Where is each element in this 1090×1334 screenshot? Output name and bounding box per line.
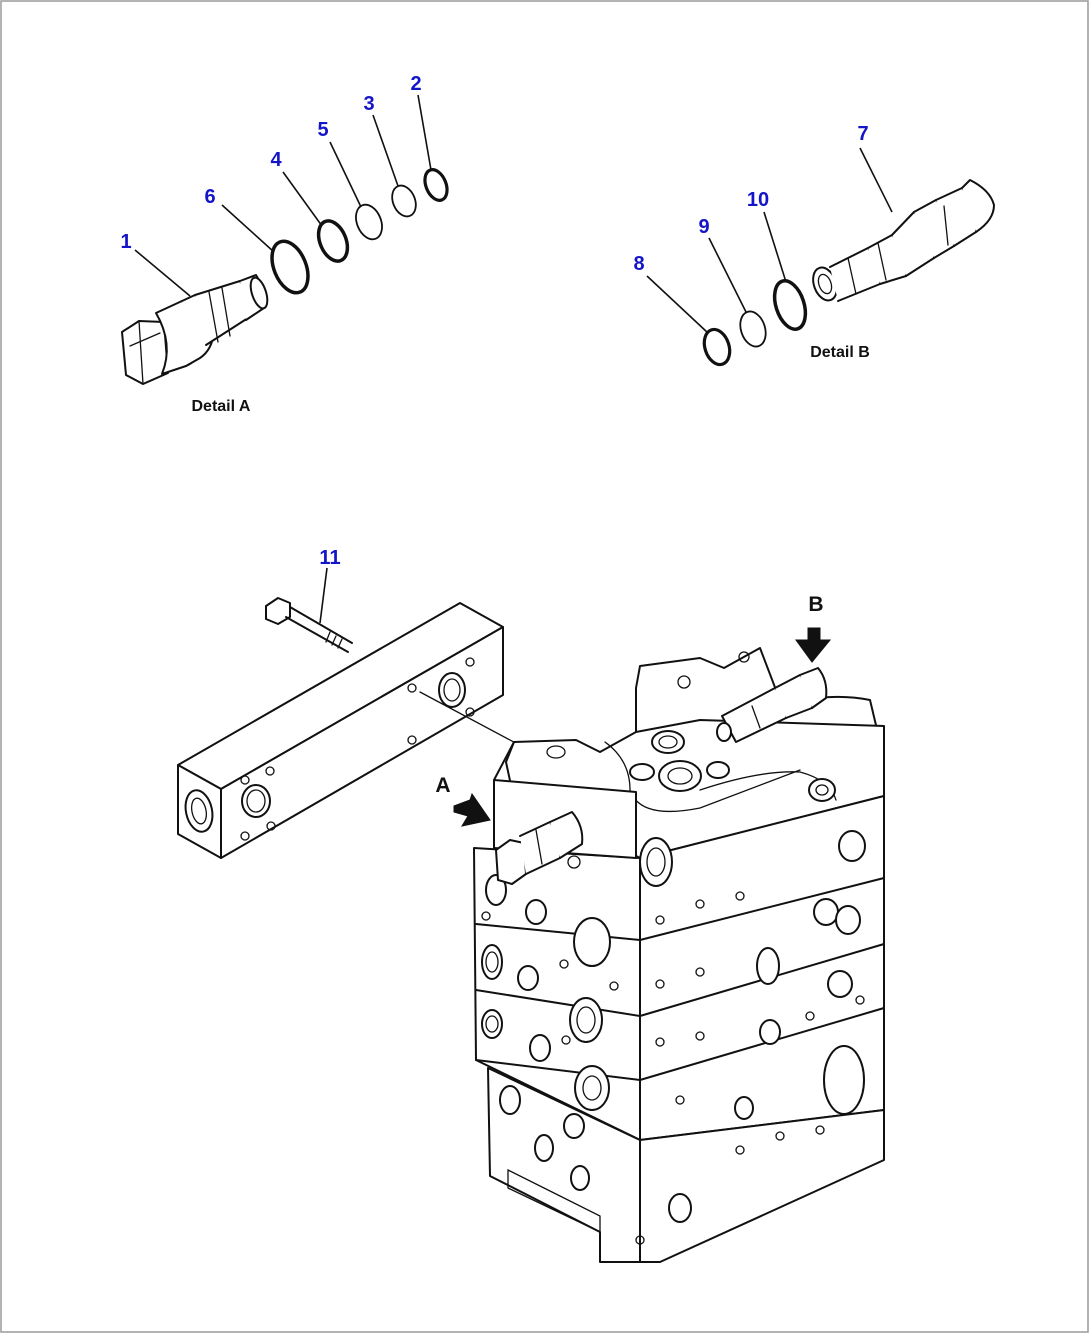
part-4-o-ring bbox=[316, 219, 350, 263]
callout-5: 5 bbox=[317, 119, 328, 141]
callout-4: 4 bbox=[270, 149, 282, 171]
part-8-o-ring bbox=[702, 327, 732, 367]
leader-7 bbox=[859, 147, 893, 213]
side-block bbox=[177, 602, 504, 859]
callout-9: 9 bbox=[698, 216, 709, 238]
installed-valve-b bbox=[716, 667, 828, 743]
leader-11 bbox=[319, 567, 328, 624]
part-9-backup-ring bbox=[739, 310, 767, 348]
leader-9 bbox=[708, 237, 747, 313]
detail-b-group: 7 10 9 8 Detail B bbox=[633, 123, 995, 367]
part-11-bolt bbox=[265, 597, 353, 653]
leader-4 bbox=[282, 171, 323, 227]
callout-2: 2 bbox=[410, 73, 421, 95]
leader-10 bbox=[763, 211, 787, 283]
leader-3 bbox=[372, 114, 399, 187]
leader-1 bbox=[134, 249, 191, 297]
view-arrow-b bbox=[795, 627, 832, 663]
part-2-o-ring bbox=[423, 168, 449, 202]
callout-8: 8 bbox=[633, 253, 644, 275]
callout-3: 3 bbox=[363, 93, 374, 115]
part-3-backup-ring bbox=[391, 184, 417, 218]
leader-2 bbox=[417, 94, 432, 171]
part-1-valve bbox=[121, 274, 269, 385]
leader-8 bbox=[646, 275, 709, 334]
caption-detail-b: Detail B bbox=[810, 344, 870, 361]
part-5-backup-ring bbox=[355, 203, 383, 241]
part-10-o-ring bbox=[772, 279, 808, 331]
view-arrow-a bbox=[453, 792, 491, 827]
part-6-o-ring bbox=[270, 239, 310, 295]
leader-6 bbox=[221, 204, 275, 253]
detail-a-group: 1 6 4 5 3 2 Detail A bbox=[120, 73, 449, 415]
callout-1: 1 bbox=[120, 231, 131, 253]
view-label-b: B bbox=[808, 593, 823, 616]
callout-7: 7 bbox=[857, 123, 868, 145]
caption-detail-a: Detail A bbox=[192, 398, 251, 415]
callout-11: 11 bbox=[319, 547, 340, 569]
callout-6: 6 bbox=[204, 186, 215, 208]
assembly-line bbox=[419, 691, 526, 749]
callout-10: 10 bbox=[747, 189, 769, 211]
view-label-a: A bbox=[435, 774, 450, 797]
installed-valve-a bbox=[495, 811, 584, 885]
part-7-valve bbox=[812, 179, 995, 302]
main-valve-body bbox=[473, 647, 885, 1263]
leader-5 bbox=[329, 141, 362, 208]
